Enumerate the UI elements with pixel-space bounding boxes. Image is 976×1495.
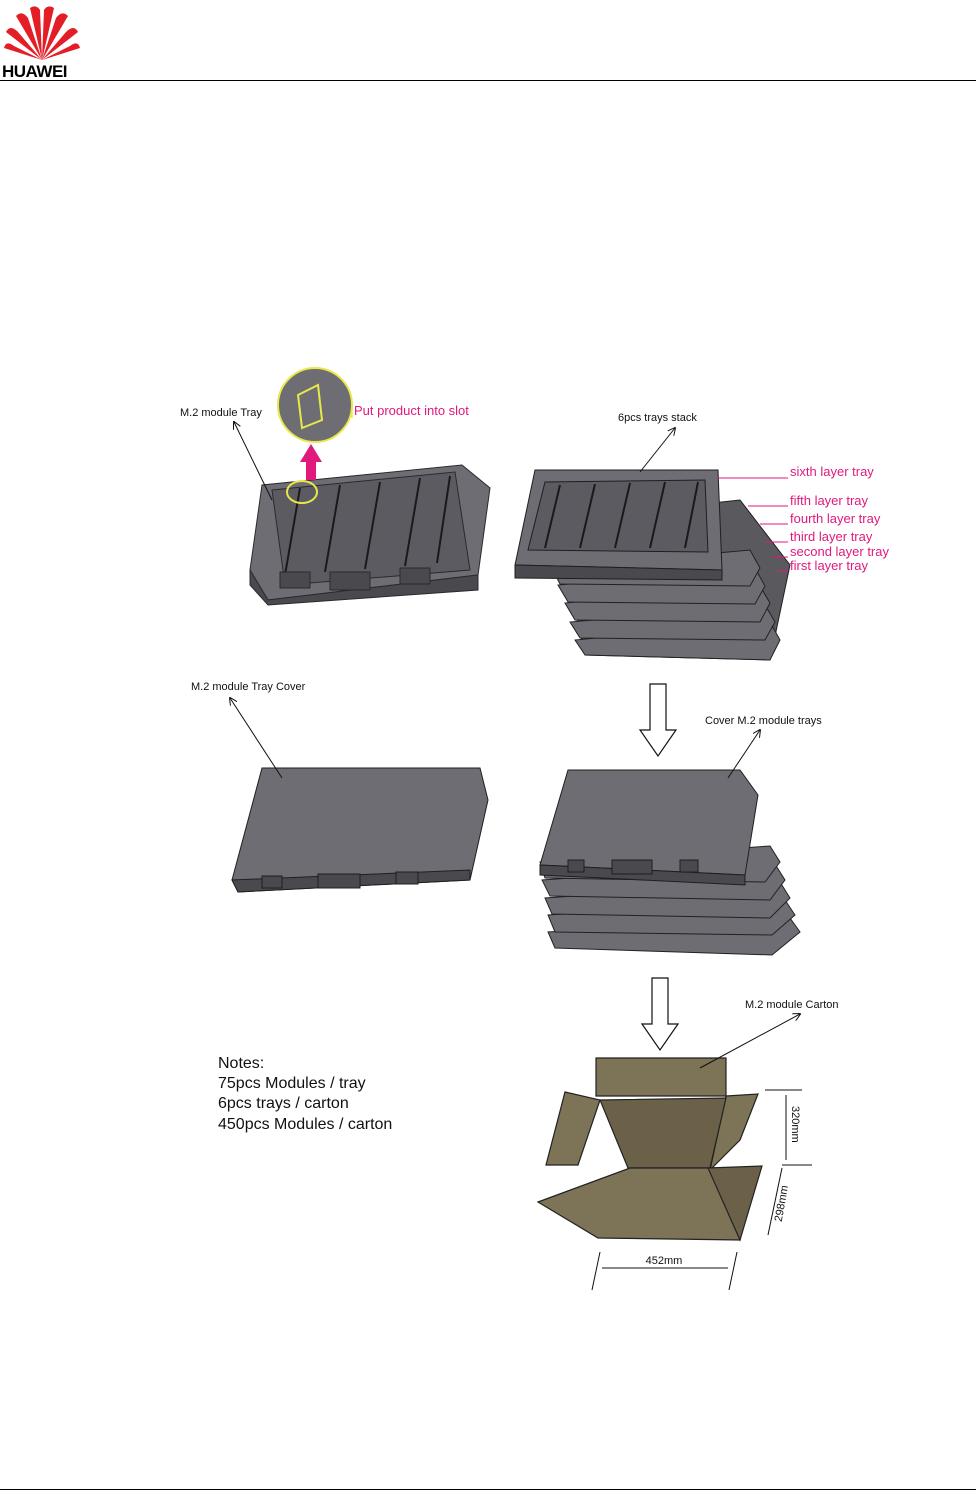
- tray-illustration: [249, 367, 491, 606]
- layer-label-4: fourth layer tray: [790, 511, 881, 526]
- cover-label: M.2 module Tray Cover: [191, 681, 306, 693]
- notes-title: Notes:: [218, 1055, 264, 1072]
- carton-label: M.2 module Carton: [745, 999, 839, 1011]
- header-rule: [0, 80, 976, 81]
- carton-illustration: [536, 1057, 763, 1242]
- down-arrow-icon: [638, 683, 678, 758]
- tray-cover-illustration: [231, 767, 489, 893]
- dim-depth-label: 298mm: [773, 1184, 791, 1222]
- dimension-lines: [591, 1089, 812, 1291]
- layer-label-1: first layer tray: [790, 558, 869, 573]
- notes-line: 6pcs trays / carton: [218, 1095, 349, 1112]
- cover-stack-label: Cover M.2 module trays: [705, 715, 822, 727]
- layer-label-2: second layer tray: [790, 544, 889, 559]
- tray-label: M.2 module Tray: [180, 407, 262, 419]
- stack-label: 6pcs trays stack: [618, 412, 697, 424]
- brand-name: HUAWEI: [2, 62, 68, 81]
- notes-line: 450pcs Modules / carton: [218, 1116, 392, 1133]
- notes-line: 75pcs Modules / tray: [218, 1075, 366, 1092]
- dim-width-label: 452mm: [646, 1255, 683, 1267]
- layer-label-5: fifth layer tray: [790, 493, 869, 508]
- slot-label: Put product into slot: [354, 403, 469, 418]
- layer-label-6: sixth layer tray: [790, 464, 874, 479]
- tray-stack-illustration: [514, 469, 791, 661]
- huawei-logo-icon: [4, 6, 80, 60]
- layer-label-3: third layer tray: [790, 529, 873, 544]
- dim-height-label: 320mm: [789, 1106, 801, 1143]
- down-arrow-icon: [640, 977, 680, 1052]
- covered-stack-illustration: [539, 769, 801, 956]
- footer-rule: [0, 1489, 976, 1490]
